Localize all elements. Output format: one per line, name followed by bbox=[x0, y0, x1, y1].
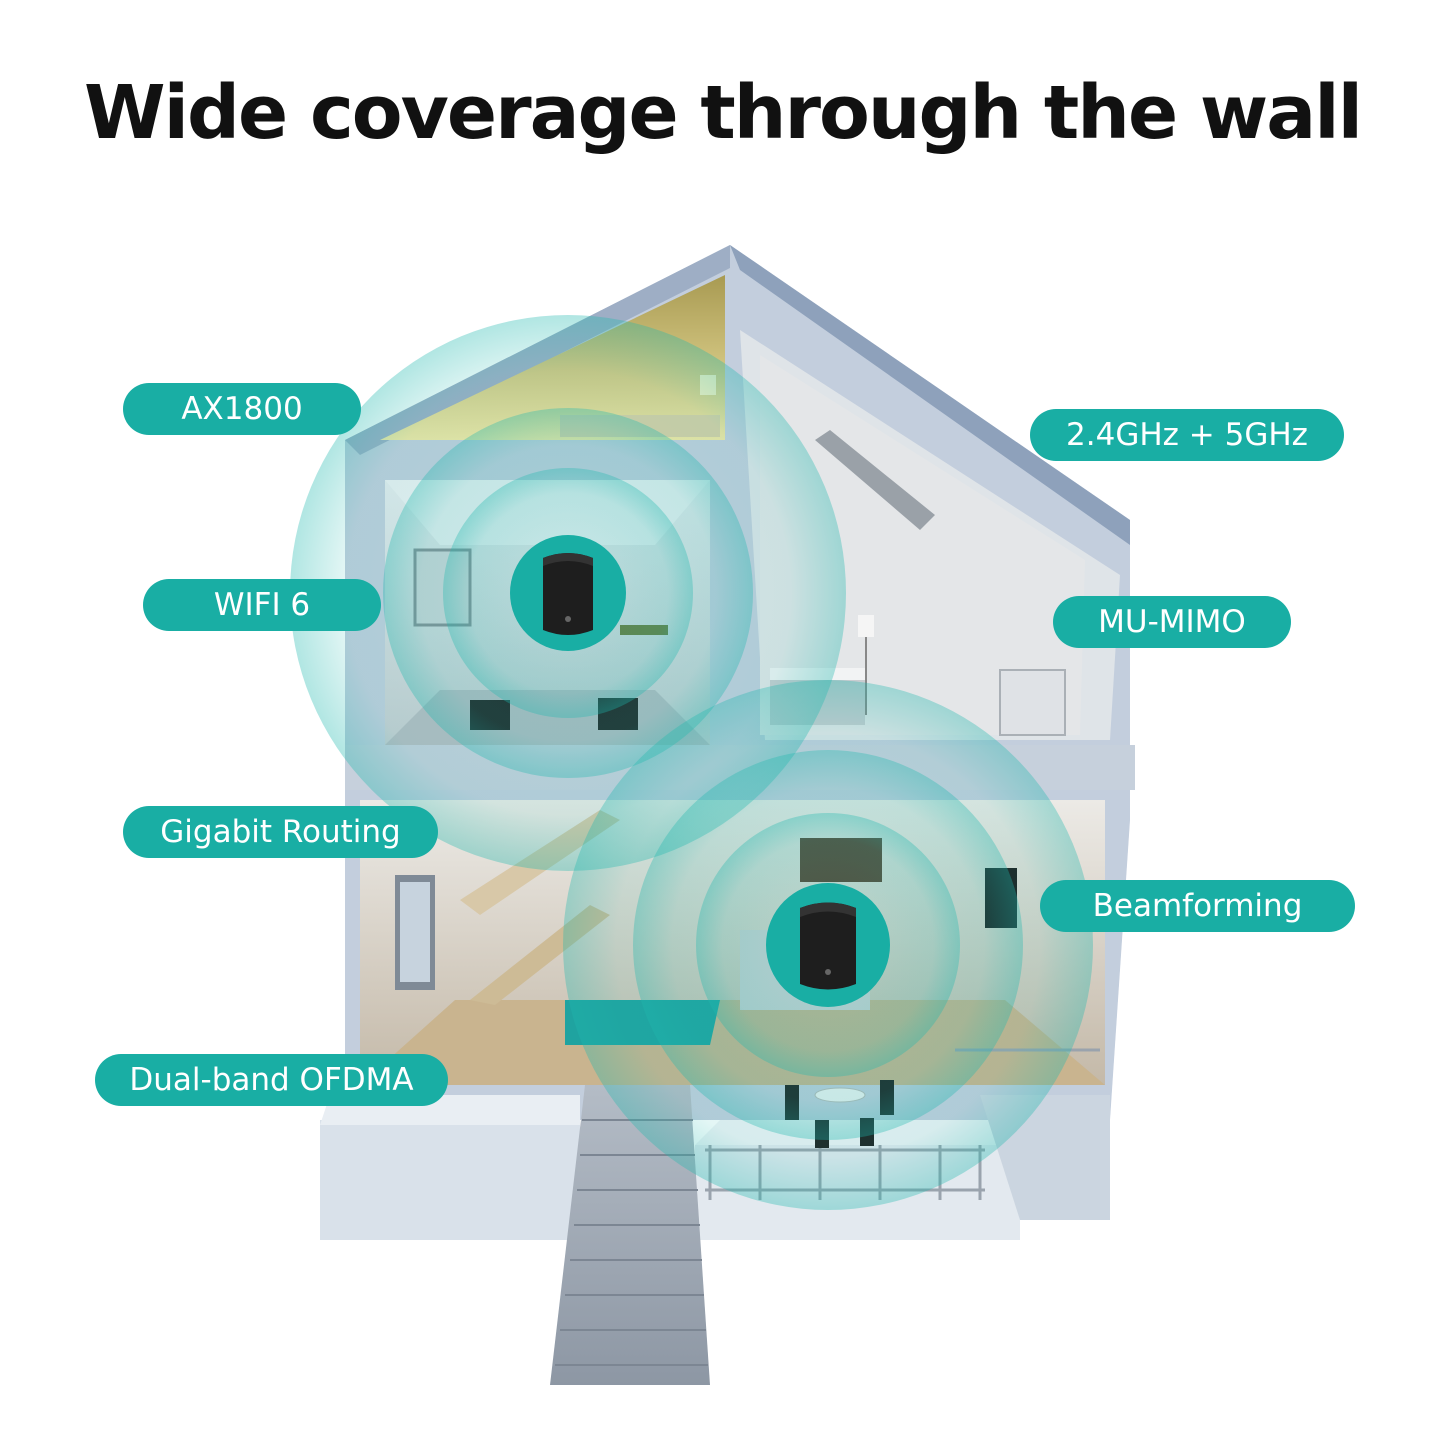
feature-badge-beamforming: Beamforming bbox=[1040, 880, 1355, 932]
feature-badge-ofdma: Dual-band OFDMA bbox=[95, 1054, 448, 1106]
page-title: Wide coverage through the wall bbox=[84, 70, 1363, 156]
feature-badge-gigabit: Gigabit Routing bbox=[123, 806, 438, 858]
router-upper bbox=[543, 553, 593, 635]
feature-badge-mumimo: MU-MIMO bbox=[1053, 596, 1291, 648]
router-lower bbox=[800, 902, 856, 990]
feature-badge-ax1800: AX1800 bbox=[123, 383, 361, 435]
feature-badge-bands: 2.4GHz + 5GHz bbox=[1030, 409, 1344, 461]
feature-badge-wifi6: WIFI 6 bbox=[143, 579, 381, 631]
